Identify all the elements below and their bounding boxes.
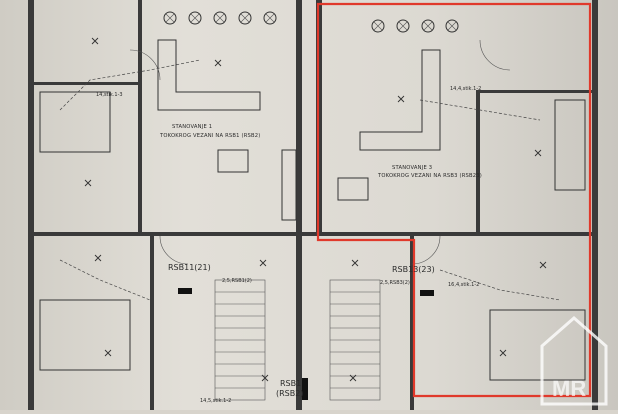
door-swing <box>159 235 189 265</box>
panel-rsb13 <box>420 290 434 296</box>
panel-rsb11 <box>178 288 192 294</box>
apt3-label-line2: TOKOKROG VEZANI NA RSB3 (RSB23) <box>377 173 482 179</box>
east-wall <box>592 0 598 410</box>
circuit-label: 2,5,RSB1(2) <box>222 278 252 284</box>
panel-rsb1 <box>302 378 308 400</box>
apt1-inner-wall <box>138 0 142 232</box>
stairs-right <box>329 279 381 401</box>
sofa-apt1 <box>157 39 261 111</box>
stairs-left <box>214 279 266 401</box>
door-swing <box>479 39 511 71</box>
rsb11-label: RSB11(21) <box>168 263 211 272</box>
circuit-label: 2,5,RSB3(2) <box>380 280 410 286</box>
sofa-apt3 <box>359 49 441 151</box>
west-wall <box>28 0 34 410</box>
apt1-room-divider <box>34 82 138 85</box>
rsb2-label: (RSB2) <box>276 389 303 398</box>
door-swing <box>129 49 161 81</box>
dining-table-apt1 <box>217 149 249 173</box>
cable-route <box>59 59 201 111</box>
dining-table-apt3 <box>337 177 369 201</box>
ceiling-light-markers <box>84 37 547 382</box>
cable-route <box>419 99 541 121</box>
core-wall-left <box>296 0 302 410</box>
apt1-label-line2: TOKOKROG VEZANI NA RSB1 (RSB2) <box>159 133 261 139</box>
apt3-inner-wall <box>476 90 480 232</box>
rsb1-label: RSB1 <box>280 379 301 388</box>
apt1-label-line1: STANOVANJE 1 <box>172 124 212 130</box>
bed-apt2 <box>39 299 131 371</box>
rsb13-label: RSB13(23) <box>392 265 435 274</box>
circuit-label: 14,4,stik.1-2 <box>450 86 481 92</box>
ceiling-lights-row-3 <box>371 19 459 33</box>
door-swing <box>411 235 441 265</box>
bed-apt1 <box>39 91 111 153</box>
apt3-room-divider <box>480 90 592 93</box>
cable-route <box>439 269 561 301</box>
kitchen-counter-apt1 <box>281 149 297 221</box>
apartment-3-highlight <box>316 2 592 398</box>
central-corridor-wall <box>28 232 598 236</box>
bed-apt4 <box>489 309 586 381</box>
apt3-label-line1: STANOVANJE 3 <box>392 165 432 171</box>
circuit-label: 14,5,stik.1-2 <box>200 398 231 404</box>
circuit-label: 14,stik.1-3 <box>96 92 123 98</box>
stair-wall-left <box>150 236 154 410</box>
logo-text: MR <box>552 376 586 401</box>
kitchen-counter-apt3 <box>554 99 586 191</box>
circuit-label: 16,4,stik.1-2 <box>448 282 479 288</box>
ceiling-lights-row-1 <box>163 11 277 25</box>
cable-route <box>59 259 151 301</box>
stair-wall-right <box>410 236 414 410</box>
mr-logo-watermark: MR <box>540 316 608 406</box>
